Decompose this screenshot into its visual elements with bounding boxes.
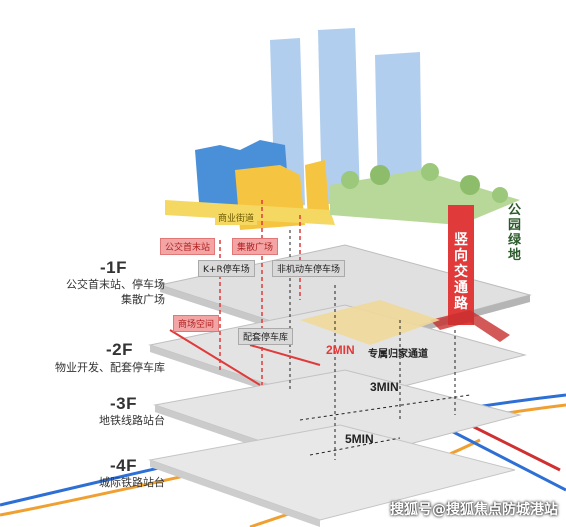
floor-code: -3F [110, 394, 137, 413]
tag-nonmotor-parking: 非机动车停车场 [272, 260, 346, 277]
floor-label-3f: -3F [110, 394, 137, 414]
floor-code: -2F [106, 340, 133, 359]
tag-commercial-space: 商场空间 [173, 315, 220, 332]
tree [421, 163, 439, 181]
floor-label-1f: -1F [100, 258, 127, 278]
slab-4f [148, 424, 516, 521]
time-2min: 2MIN [326, 343, 355, 357]
yellow-block-2 [305, 160, 330, 222]
time-5min: 5MIN [345, 432, 374, 446]
floor-label-2f: -2F [106, 340, 133, 360]
tower-2 [318, 28, 360, 205]
vertical-transport-bar [448, 205, 474, 325]
tag-kr-parking: K+R停车场 [198, 260, 255, 277]
floor-desc-line: 集散广场 [121, 294, 165, 306]
floor-desc-2f: 物业开发、配套停车库 [10, 361, 165, 376]
floor-desc-3f: 地铁线路站台 [40, 414, 165, 429]
park-label: 公园绿地 [508, 203, 522, 263]
red-arrow-2 [249, 344, 321, 366]
escalator-ramp [430, 310, 510, 342]
tag-bus-terminal: 公交首末站 [160, 238, 216, 255]
floor-desc-line: 公交首末站、停车场 [66, 279, 165, 291]
floor-desc-4f: 城际铁路站台 [40, 476, 165, 491]
dash-h-3min [299, 394, 471, 421]
floor-desc-1f: 公交首末站、停车场 集散广场 [30, 278, 165, 308]
label-dedicated-passage: 专属归家通道 [368, 349, 428, 360]
floor-desc-line: 城际铁路站台 [99, 477, 165, 489]
tower-3 [375, 52, 422, 198]
floor-code: -4F [110, 456, 137, 475]
red-arrow-1 [169, 329, 261, 386]
floor-label-4f: -4F [110, 456, 137, 476]
tag-gathering-plaza: 集散广场 [232, 238, 279, 255]
tree [370, 165, 390, 185]
floor-desc-line: 物业开发、配套停车库 [55, 362, 165, 374]
red-arrows [169, 329, 321, 386]
tree [460, 175, 480, 195]
tree [341, 171, 359, 189]
floor-desc-line: 地铁线路站台 [99, 415, 165, 427]
floor-code: -1F [100, 258, 127, 277]
tag-supporting-garage: 配套停车库 [238, 328, 294, 345]
time-3min: 3MIN [370, 380, 399, 394]
tag-commercial: 商业街道 [215, 210, 258, 225]
watermark: 搜狐号@搜狐焦点防城港站 [390, 502, 558, 518]
slab-4f-edge [150, 460, 320, 527]
black-dashed-lines [289, 230, 471, 460]
vertical-transport-label: 竖向交通路 [454, 232, 468, 312]
tree [492, 187, 508, 203]
